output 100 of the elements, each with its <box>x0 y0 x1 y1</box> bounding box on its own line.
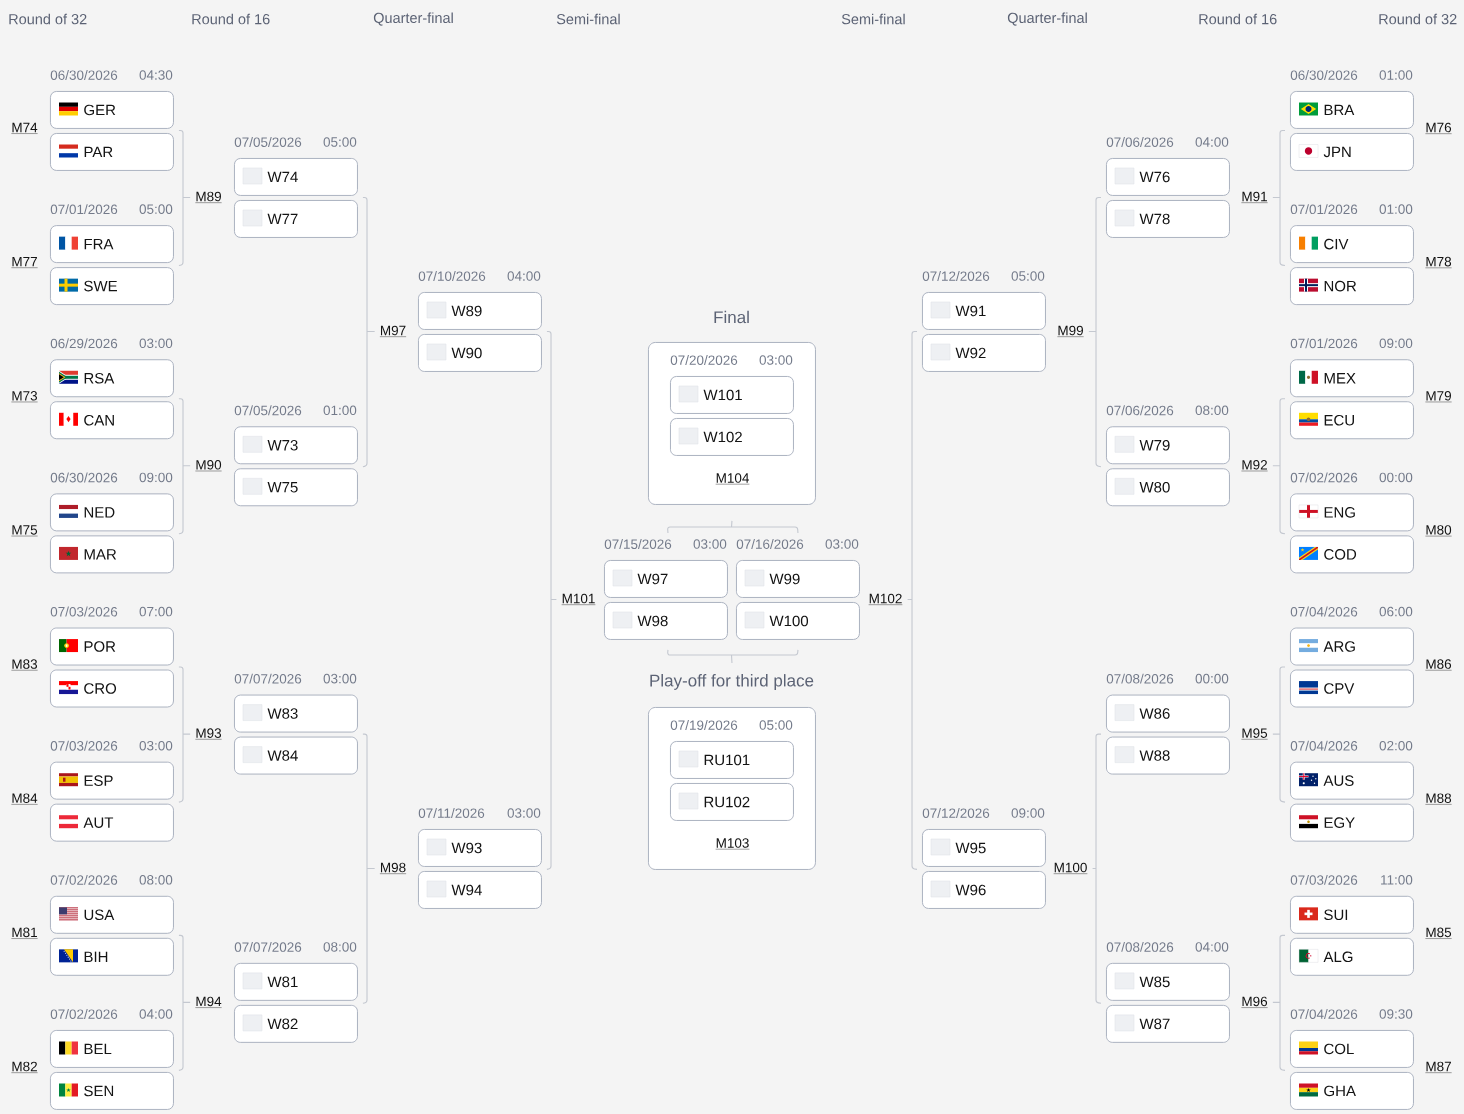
match-time: 03:00 <box>759 355 793 365</box>
match-date: 07/02/2026 <box>50 874 118 885</box>
match-link: M92 <box>1241 460 1268 472</box>
match-date: 07/05/2026 <box>234 405 302 416</box>
match-link: M79 <box>1425 391 1452 403</box>
match-date: 06/30/2026 <box>50 472 118 483</box>
match-date: 06/30/2026 <box>1290 70 1358 80</box>
team-slot: W73 <box>234 426 358 465</box>
team-slot: BRA <box>1290 91 1414 129</box>
team-slot: SUI <box>1290 895 1414 934</box>
match-date: 07/06/2026 <box>1106 405 1174 416</box>
team-slot: CIV <box>1290 225 1414 264</box>
bracket-line <box>667 520 799 534</box>
match-time: 09:00 <box>139 472 173 483</box>
bracket-line <box>178 934 191 1071</box>
match-date: 07/19/2026 <box>670 720 738 730</box>
team-slot: COL <box>1290 1030 1414 1068</box>
match-link: M93 <box>195 728 222 740</box>
match-date: 07/01/2026 <box>1290 338 1358 349</box>
team-slot: W92 <box>922 334 1046 372</box>
match-time: 08:00 <box>139 875 173 885</box>
team-slot: W99 <box>736 560 860 598</box>
bracket-line <box>667 649 799 664</box>
match-link: M84 <box>11 793 38 805</box>
match-link: M95 <box>1241 728 1268 740</box>
match-time: 00:00 <box>1195 673 1229 684</box>
match-date: 07/04/2026 <box>1290 1009 1358 1019</box>
match-time: 08:00 <box>323 942 357 952</box>
bracket-line <box>362 196 376 468</box>
match-time: 07:00 <box>139 606 173 617</box>
team-slot: W102 <box>670 418 794 456</box>
match-link: M82 <box>11 1061 38 1073</box>
team-slot: W74 <box>234 158 358 196</box>
team-slot: NOR <box>1290 267 1414 306</box>
bracket-line <box>178 398 191 535</box>
team-slot: ESP <box>50 761 174 800</box>
match-link: M77 <box>11 257 38 268</box>
match-time: 03:00 <box>323 673 357 684</box>
team-slot: ENG <box>1290 493 1414 532</box>
team-slot: COD <box>1290 535 1414 574</box>
round-heading: Quarter-final <box>373 12 453 26</box>
match-time: 09:00 <box>1011 808 1045 818</box>
team-slot: BIH <box>50 937 174 976</box>
team-slot: W84 <box>234 736 358 775</box>
match-time: 03:00 <box>507 808 541 818</box>
team-slot: ECU <box>1290 401 1414 440</box>
round-heading: Round of 32 <box>9 13 87 25</box>
match-time: 04:00 <box>507 271 541 281</box>
team-slot: W76 <box>1106 158 1230 196</box>
round-heading: Round of 32 <box>1379 13 1457 25</box>
team-slot: W80 <box>1106 468 1230 507</box>
team-slot: W81 <box>234 962 358 1001</box>
match-link: M99 <box>1057 325 1084 337</box>
team-slot: W82 <box>234 1004 358 1043</box>
team-slot: GHA <box>1290 1072 1414 1110</box>
match-time: 09:00 <box>1379 338 1413 349</box>
team-slot: GER <box>50 91 174 129</box>
round-title: Final <box>714 310 749 324</box>
match-date: 07/03/2026 <box>50 740 118 751</box>
team-slot: W97 <box>604 560 728 598</box>
round-heading: Semi-final <box>556 13 620 25</box>
team-slot: CRO <box>50 669 174 708</box>
team-slot: W91 <box>922 292 1046 330</box>
team-slot: BEL <box>50 1030 174 1068</box>
match-time: 05:00 <box>759 720 793 730</box>
match-time: 03:00 <box>693 539 727 549</box>
match-time: 08:00 <box>1195 405 1229 416</box>
match-time: 05:00 <box>139 204 173 214</box>
bracket-line <box>178 666 191 803</box>
team-slot: W96 <box>922 871 1046 909</box>
match-link: M85 <box>1425 927 1452 939</box>
match-date: 07/15/2026 <box>604 539 672 549</box>
round-heading: Semi-final <box>841 13 905 25</box>
match-date: 07/08/2026 <box>1106 941 1174 952</box>
match-link: M102 <box>868 593 903 605</box>
bracket-line <box>1272 934 1286 1071</box>
match-date: 07/04/2026 <box>1290 740 1358 751</box>
team-slot: W78 <box>1106 200 1230 238</box>
team-slot: ARG <box>1290 627 1414 666</box>
bracket-line <box>1272 666 1286 803</box>
team-slot: W79 <box>1106 426 1230 465</box>
team-slot: CPV <box>1290 669 1414 708</box>
match-date: 07/11/2026 <box>418 808 485 818</box>
match-time: 02:00 <box>1379 740 1413 751</box>
bracket-line <box>1272 398 1286 535</box>
round-title: Play-off for third place <box>650 674 814 690</box>
match-time: 09:30 <box>1379 1009 1413 1019</box>
team-slot: PAR <box>50 133 174 171</box>
team-slot: W98 <box>604 602 728 640</box>
match-date: 07/03/2026 <box>50 606 118 617</box>
match-time: 01:00 <box>1379 204 1413 214</box>
team-slot: FRA <box>50 225 174 264</box>
match-link: M104 <box>715 473 750 485</box>
bracket-line <box>1272 129 1286 267</box>
match-time: 03:00 <box>825 539 859 549</box>
team-slot: W86 <box>1106 694 1230 733</box>
match-time: 04:30 <box>139 70 173 80</box>
match-link: M80 <box>1425 525 1452 537</box>
match-time: 01:00 <box>323 405 357 416</box>
team-slot: W93 <box>418 829 542 867</box>
